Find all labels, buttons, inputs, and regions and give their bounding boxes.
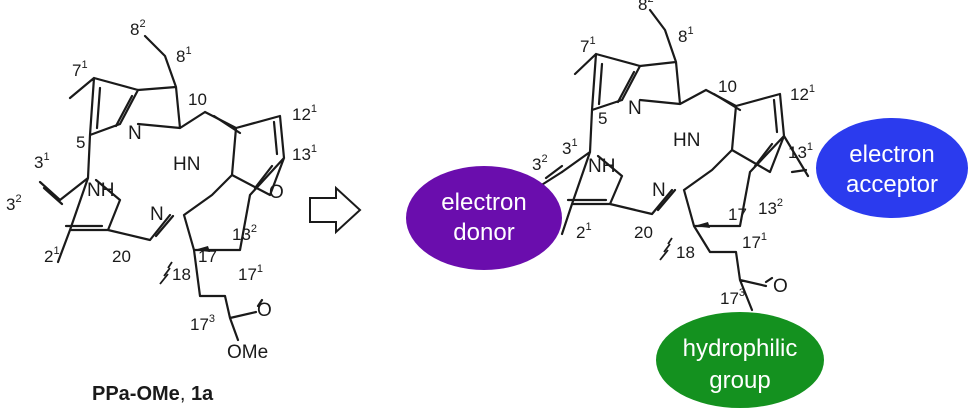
wedge-c17 [194, 246, 210, 252]
locant-10-left: 10 [188, 90, 207, 109]
electron-acceptor-label-line2: acceptor [846, 171, 938, 198]
atom-o-right: O [773, 276, 788, 297]
compound-caption: PPa-OMe, 1a [92, 383, 214, 405]
atom-n-right-2: N [652, 180, 666, 201]
atom-hn-right: HN [673, 130, 700, 151]
atom-nh-left: NH [87, 180, 114, 201]
locant-13-2-right: 132 [758, 197, 783, 218]
locant-2-1-left: 21 [44, 245, 60, 266]
locant-3-2-left: 32 [6, 193, 22, 214]
locant-17-3-right: 173 [720, 287, 745, 308]
locant-7-1-left: 71 [72, 59, 88, 80]
locant-8-2-right: 82 [638, 0, 654, 14]
electron-donor-blob: electron donor [406, 166, 562, 270]
atom-ome: OMe [227, 342, 268, 363]
atom-o-left-ester: O [257, 300, 272, 321]
locant-17-1-right: 171 [742, 231, 767, 252]
electron-acceptor-label-line1: electron [849, 141, 934, 168]
locant-10-right: 10 [718, 77, 737, 96]
atom-n-left-1: N [128, 123, 142, 144]
hydrophilic-group-blob: hydrophilic group [656, 312, 824, 408]
electron-acceptor-blob: electron acceptor [816, 118, 968, 218]
hash-c18-right [659, 237, 673, 261]
double-bonds-left [42, 86, 279, 308]
molecule-annotated: N HN NH N O 82 81 71 10 5 121 131 31 32 … [532, 0, 815, 312]
locant-13-1-left: 131 [292, 143, 317, 164]
locant-5-right: 5 [598, 109, 607, 128]
locant-12-1-right: 121 [790, 83, 815, 104]
locant-20-right: 20 [634, 223, 653, 242]
atom-nh-right: NH [588, 156, 615, 177]
hollow-right-arrow [309, 185, 362, 235]
locant-20-left: 20 [112, 247, 131, 266]
atom-o-left-ketone: O [269, 182, 284, 203]
hydrophilic-group-label-line1: hydrophilic [683, 335, 798, 362]
locant-7-1-right: 71 [580, 35, 596, 56]
electron-donor-label-line1: electron [441, 189, 526, 216]
molecule-ppa-ome: N HN NH N O O OMe 82 81 71 10 5 121 131 … [6, 18, 317, 363]
locant-13-2-left: 132 [232, 223, 257, 244]
electron-donor-label-line2: donor [453, 219, 514, 246]
locant-13-1-right: 131 [788, 141, 813, 162]
wedge-c17-right [694, 222, 710, 228]
locant-17-left: 17 [198, 247, 217, 266]
locant-3-1-left: 31 [34, 151, 50, 172]
locant-17-1-left: 171 [238, 263, 263, 284]
locant-18-left: 18 [172, 265, 191, 284]
atom-hn-left: HN [173, 154, 200, 175]
locant-8-2-left: 82 [130, 18, 146, 39]
double-bonds-right [544, 62, 808, 284]
locant-3-1-right: 31 [562, 137, 578, 158]
locant-3-2-right: 32 [532, 153, 548, 174]
hash-c18 [159, 261, 173, 285]
locant-8-1-right: 81 [678, 25, 694, 46]
atom-n-left-2: N [150, 204, 164, 225]
locant-2-1-right: 21 [576, 221, 592, 242]
vinyl-right [538, 170, 564, 188]
bond-framework-right [560, 8, 810, 312]
atom-n-right-1: N [628, 98, 642, 119]
locant-8-1-left: 81 [176, 45, 192, 66]
locant-18-right: 18 [676, 243, 695, 262]
locant-12-1-left: 121 [292, 103, 317, 124]
hydrophilic-group-label-line2: group [709, 367, 770, 394]
locant-17-3-left: 173 [190, 313, 215, 334]
locant-5-left: 5 [76, 133, 85, 152]
locant-17-right: 17 [728, 205, 747, 224]
bond-framework-left [38, 34, 286, 342]
